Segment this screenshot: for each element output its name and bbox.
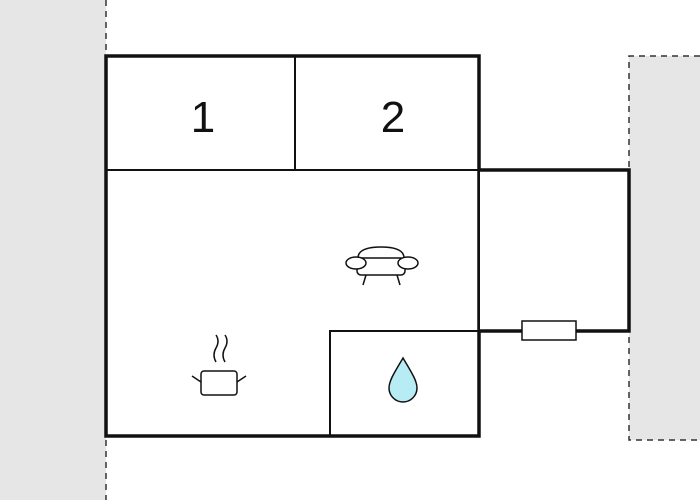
neighbor-area-right	[629, 56, 700, 440]
water-drop-icon	[388, 356, 418, 403]
room-label-2: 2	[381, 93, 405, 142]
neighbor-boundary-right	[628, 55, 700, 441]
cooking-pot-icon	[191, 334, 247, 396]
window-icon	[521, 320, 577, 341]
room-label-1: 1	[191, 93, 215, 142]
sofa-icon	[345, 246, 419, 286]
house-outline	[104, 54, 481, 438]
neighbor-area-left	[0, 0, 106, 500]
terrace-outline	[479, 168, 631, 333]
wall-bathroom	[329, 330, 479, 436]
